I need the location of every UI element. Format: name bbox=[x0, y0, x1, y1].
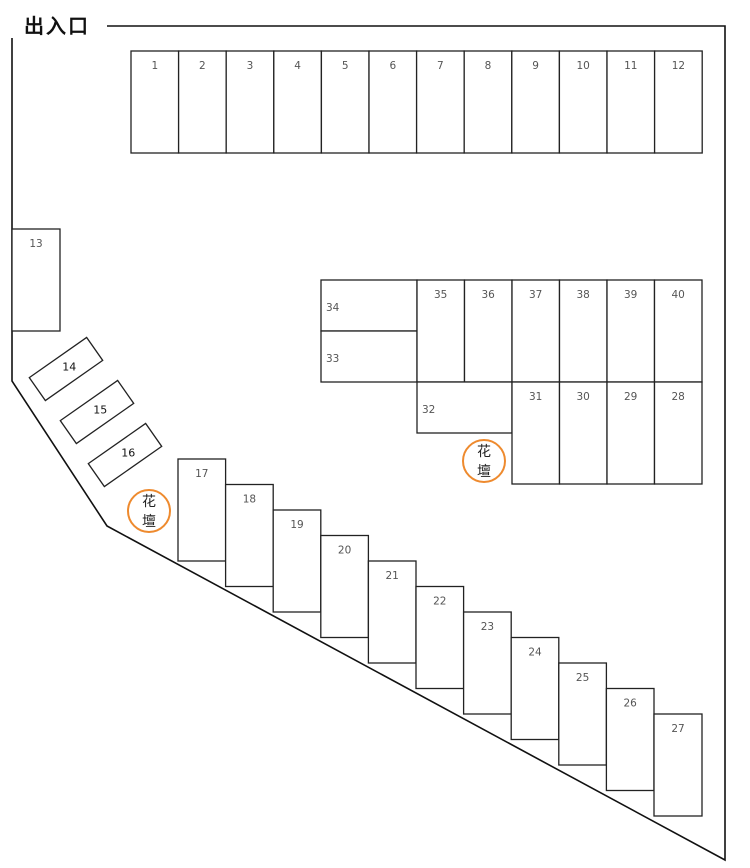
spot-number: 27 bbox=[671, 723, 684, 735]
parking-spot-17[interactable]: 17 bbox=[177, 458, 227, 562]
spot-number: 15 bbox=[93, 404, 107, 417]
spot-number: 3 bbox=[247, 60, 254, 72]
spot-number: 19 bbox=[290, 519, 303, 531]
parking-spot-7[interactable]: 7 bbox=[415, 50, 465, 154]
entrance-label: 出入口 bbox=[24, 14, 90, 38]
parking-spot-11[interactable]: 11 bbox=[606, 50, 656, 154]
spot-number: 2 bbox=[199, 60, 206, 72]
parking-spot-37[interactable]: 37 bbox=[511, 279, 561, 383]
flower-bed-label: 花 bbox=[142, 494, 156, 510]
spot-number: 8 bbox=[485, 60, 492, 72]
parking-spot-10[interactable]: 10 bbox=[558, 50, 608, 154]
spot-number: 33 bbox=[326, 353, 339, 365]
spot-number: 1 bbox=[151, 60, 158, 72]
parking-spot-29[interactable]: 29 bbox=[606, 381, 656, 485]
parking-spot-30[interactable]: 30 bbox=[558, 381, 608, 485]
spot-number: 38 bbox=[577, 289, 590, 301]
spot-number: 5 bbox=[342, 60, 349, 72]
flower-bed-label: 花 bbox=[477, 444, 491, 460]
parking-spot-38[interactable]: 38 bbox=[558, 279, 608, 383]
spot-number: 23 bbox=[481, 621, 494, 633]
parking-spot-4[interactable]: 4 bbox=[273, 50, 323, 154]
spot-number: 31 bbox=[529, 391, 542, 403]
spot-number: 25 bbox=[576, 672, 589, 684]
spot-number: 20 bbox=[338, 545, 351, 557]
spot-number: 6 bbox=[389, 60, 396, 72]
parking-spot-9[interactable]: 9 bbox=[511, 50, 561, 154]
row-diagonal: 17 18 19 20 21 22 23 24 25 26 27 bbox=[177, 458, 703, 817]
parking-spot-1[interactable]: 1 bbox=[130, 50, 180, 154]
parking-spot-25[interactable]: 25 bbox=[558, 662, 608, 766]
spot-number: 24 bbox=[528, 647, 542, 659]
parking-spot-2[interactable]: 2 bbox=[177, 50, 227, 154]
flower-bed-label: 壇 bbox=[477, 463, 491, 480]
flower-bed-left: 花 壇 bbox=[127, 489, 171, 533]
parking-spot-19[interactable]: 19 bbox=[272, 509, 322, 613]
spot-number: 22 bbox=[433, 596, 446, 608]
parking-spot-33[interactable]: 33 bbox=[320, 330, 418, 383]
spot-number: 11 bbox=[624, 60, 637, 72]
parking-spot-3[interactable]: 3 bbox=[225, 50, 275, 154]
parking-spot-8[interactable]: 8 bbox=[463, 50, 513, 154]
parking-spot-16[interactable]: 16 bbox=[87, 422, 163, 488]
parking-spot-5[interactable]: 5 bbox=[320, 50, 370, 154]
spot-number: 9 bbox=[532, 60, 539, 72]
parking-spot-18[interactable]: 18 bbox=[224, 483, 274, 588]
parking-spot-12[interactable]: 12 bbox=[653, 50, 703, 154]
spot-number: 18 bbox=[243, 494, 256, 506]
spot-number: 21 bbox=[386, 570, 399, 582]
parking-spot-20[interactable]: 20 bbox=[320, 534, 370, 639]
spot-number: 16 bbox=[121, 447, 135, 460]
parking-spot-21[interactable]: 21 bbox=[367, 560, 417, 664]
parking-spot-6[interactable]: 6 bbox=[368, 50, 418, 154]
parking-spot-14[interactable]: 14 bbox=[28, 336, 104, 402]
spot-number: 14 bbox=[62, 361, 76, 374]
spot-number: 17 bbox=[195, 468, 208, 480]
flower-bed-right: 花 壇 bbox=[462, 439, 506, 483]
spot-number: 4 bbox=[294, 60, 301, 72]
parking-spot-32[interactable]: 32 bbox=[416, 381, 513, 434]
spot-number: 29 bbox=[624, 391, 637, 403]
spot-number: 40 bbox=[672, 289, 685, 301]
spot-number: 7 bbox=[437, 60, 444, 72]
spot-number: 32 bbox=[422, 404, 435, 416]
parking-spot-26[interactable]: 26 bbox=[605, 687, 655, 792]
parking-spot-28[interactable]: 28 bbox=[653, 381, 703, 485]
spot-number: 26 bbox=[624, 698, 638, 710]
spot-number: 10 bbox=[577, 60, 590, 72]
row-top: 1 2 3 4 5 6 7 8 9 10 11 12 bbox=[130, 50, 703, 154]
flower-bed-label: 壇 bbox=[142, 513, 156, 530]
parking-spot-23[interactable]: 23 bbox=[462, 611, 512, 715]
spot-number: 37 bbox=[529, 289, 542, 301]
parking-spot-22[interactable]: 22 bbox=[415, 585, 465, 690]
spot-number: 30 bbox=[577, 391, 590, 403]
parking-spot-36[interactable]: 36 bbox=[463, 279, 513, 383]
parking-spot-27[interactable]: 27 bbox=[653, 713, 703, 817]
parking-spot-35[interactable]: 35 bbox=[416, 279, 466, 383]
block-right: 34 33 35 36 37 38 39 40 32 31 30 29 28 bbox=[320, 279, 703, 485]
parking-spot-15[interactable]: 15 bbox=[59, 379, 135, 445]
spot-number: 36 bbox=[482, 289, 496, 301]
parking-spot-24[interactable]: 24 bbox=[510, 636, 560, 741]
spot-number: 28 bbox=[672, 391, 685, 403]
spot-number: 34 bbox=[326, 302, 340, 314]
parking-spot-31[interactable]: 31 bbox=[511, 381, 561, 485]
parking-spot-34[interactable]: 34 bbox=[320, 279, 418, 332]
spot-number: 13 bbox=[29, 238, 42, 250]
parking-spot-40[interactable]: 40 bbox=[653, 279, 703, 383]
parking-spot-39[interactable]: 39 bbox=[606, 279, 656, 383]
spot-number: 39 bbox=[624, 289, 637, 301]
spot-number: 12 bbox=[672, 60, 685, 72]
parking-spot-13[interactable]: 13 bbox=[11, 228, 61, 332]
spot-number: 35 bbox=[434, 289, 447, 301]
